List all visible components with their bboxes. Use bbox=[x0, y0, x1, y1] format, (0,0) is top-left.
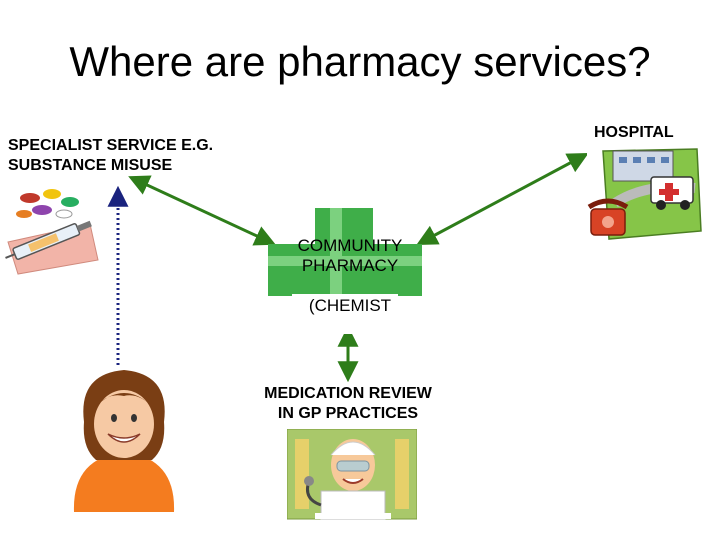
gp-label-line1: MEDICATION REVIEW bbox=[264, 385, 432, 402]
pharmacy-cross-icon bbox=[268, 208, 422, 334]
gp-label-line2: IN GP PRACTICES bbox=[277, 405, 419, 422]
arrow-specialist-community bbox=[128, 175, 276, 246]
community-label-line3: (CHEMIST bbox=[308, 296, 392, 315]
specialist-label-line2: SUBSTANCE MISUSE bbox=[8, 157, 173, 174]
pills-syringe-icon bbox=[5, 189, 99, 275]
specialist-label: SPECIALIST SERVICE E.G. SUBSTANCE MISUSE bbox=[8, 136, 213, 176]
hospital-ambulance-icon bbox=[587, 147, 703, 241]
community-label: COMMUNITY PHARMACY bbox=[272, 236, 428, 276]
patient-woman-icon bbox=[73, 370, 175, 512]
community-label-line1: COMMUNITY bbox=[297, 236, 403, 255]
pharmacist-doctor-icon bbox=[287, 429, 417, 520]
hospital-label: HOSPITAL bbox=[594, 124, 674, 141]
specialist-label-line1: SPECIALIST SERVICE E.G. bbox=[8, 137, 214, 154]
slide-title: Where are pharmacy services? bbox=[69, 38, 651, 85]
gp-label: MEDICATION REVIEW IN GP PRACTICES bbox=[248, 384, 448, 424]
community-label-line2: PHARMACY bbox=[301, 256, 399, 275]
arrow-hospital-community bbox=[416, 153, 589, 245]
